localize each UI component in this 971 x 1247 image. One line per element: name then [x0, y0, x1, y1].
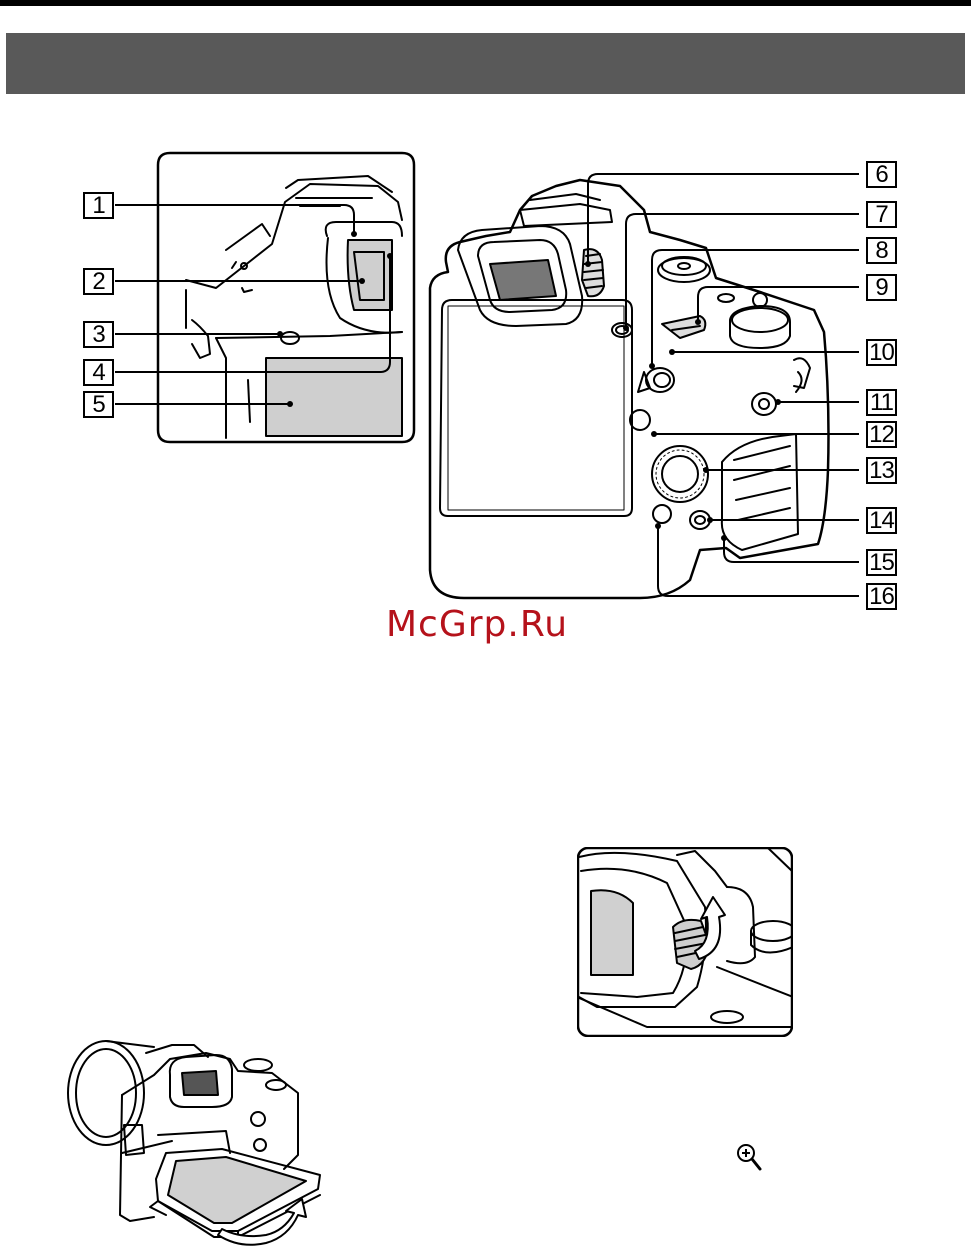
- callout-15: 15: [866, 549, 897, 576]
- diopter-dial-drawing: [577, 847, 793, 1037]
- top-rule: [0, 0, 971, 6]
- callout-2: 2: [83, 268, 114, 295]
- callout-1: 1: [83, 192, 114, 219]
- diopter-dial-illustration: [577, 847, 793, 1037]
- callout-9: 9: [866, 274, 897, 301]
- callout-16: 16: [866, 583, 897, 610]
- callout-13: 13: [866, 457, 897, 484]
- callout-11: 11: [866, 389, 897, 416]
- watermark-text: McGrp.Ru: [386, 604, 606, 654]
- callout-5: 5: [83, 391, 114, 418]
- camera-rear-illustration: [0, 140, 971, 620]
- tilting-monitor-illustration: [62, 1035, 338, 1247]
- callout-8: 8: [866, 237, 897, 264]
- callout-7: 7: [866, 201, 897, 228]
- camera-rear-diagram: 1 2 3 4 5 6 7 8 9 10 11 12 13 14 15 16: [0, 140, 971, 620]
- callout-4: 4: [83, 359, 114, 386]
- callout-12: 12: [866, 421, 897, 448]
- section-header-bar: [6, 33, 965, 94]
- callout-10: 10: [866, 339, 897, 366]
- magnify-plus-icon: [735, 1142, 765, 1172]
- callout-14: 14: [866, 507, 897, 534]
- tilting-monitor-drawing: [62, 1035, 338, 1247]
- callout-3: 3: [83, 321, 114, 348]
- callout-6: 6: [866, 161, 897, 188]
